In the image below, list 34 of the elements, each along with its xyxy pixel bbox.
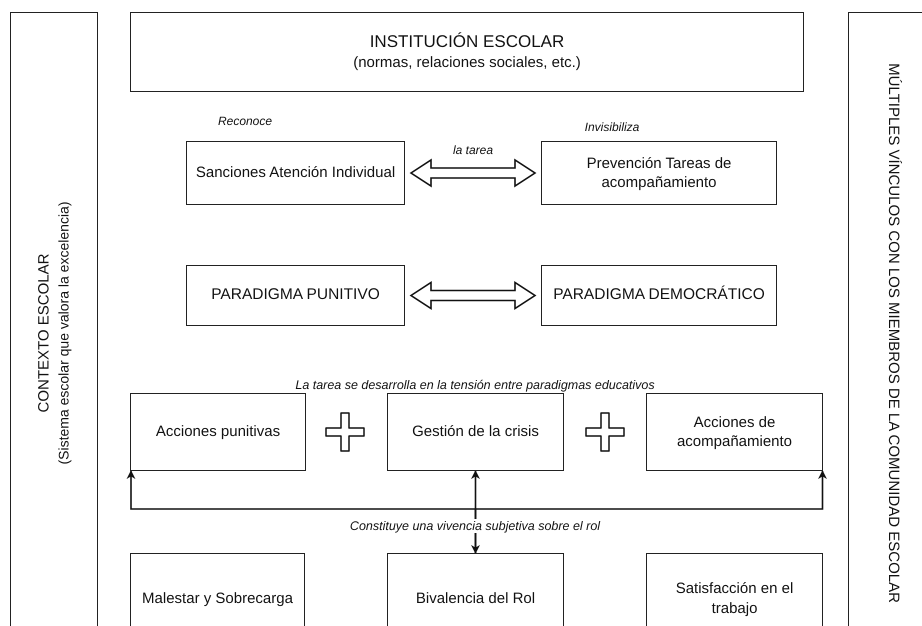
node-caption: Reconoce (218, 114, 272, 128)
box-label: PARADIGMA DEMOCRÁTICO (553, 285, 765, 306)
text-box (186, 265, 405, 326)
panel-title: MÚLTIPLES VÍNCULOS CON LOS MIEMBROS DE LA COMUNIDAD ESCOLAR (884, 62, 904, 602)
box-label: Acciones punitivas (156, 422, 280, 442)
text-box (387, 553, 564, 626)
text-box (186, 141, 405, 205)
node-caption: Invisibiliza (584, 120, 640, 134)
box-label: Gestión de la crisis (412, 422, 539, 442)
box-label: Prevención Tareas de acompañamiento (586, 154, 732, 192)
panel-title: CONTEXTO ESCOLAR (34, 253, 54, 412)
box-label: Satisfacción en el trabajo (674, 579, 794, 618)
box-label: Malestar y Sobrecarga (142, 588, 293, 608)
edge-label: la tarea (452, 143, 494, 157)
text-box (130, 12, 804, 92)
box-label: Bivalencia del Rol (416, 588, 536, 608)
box-label: Sanciones Atención Individual (196, 163, 396, 183)
panel-title: (Sistema escolar que valora la excelencia) (54, 201, 73, 464)
text-box (646, 393, 823, 471)
box-label: INSTITUCIÓN ESCOLAR (370, 31, 564, 54)
text-box (646, 553, 823, 626)
text-box (130, 393, 306, 471)
text-box (541, 265, 777, 326)
double-block-arrow (410, 281, 536, 310)
side-panel (848, 12, 922, 626)
box-label: PARADIGMA PUNITIVO (211, 285, 380, 306)
text-box (541, 141, 777, 205)
box-label: Acciones de acompañamiento (676, 412, 794, 452)
box-subtitle: (normas, relaciones sociales, etc.) (353, 53, 581, 73)
arrow (474, 470, 827, 553)
text-box (130, 553, 305, 626)
double-block-arrow (410, 158, 536, 188)
side-panel (10, 12, 98, 626)
text-box (387, 393, 564, 471)
